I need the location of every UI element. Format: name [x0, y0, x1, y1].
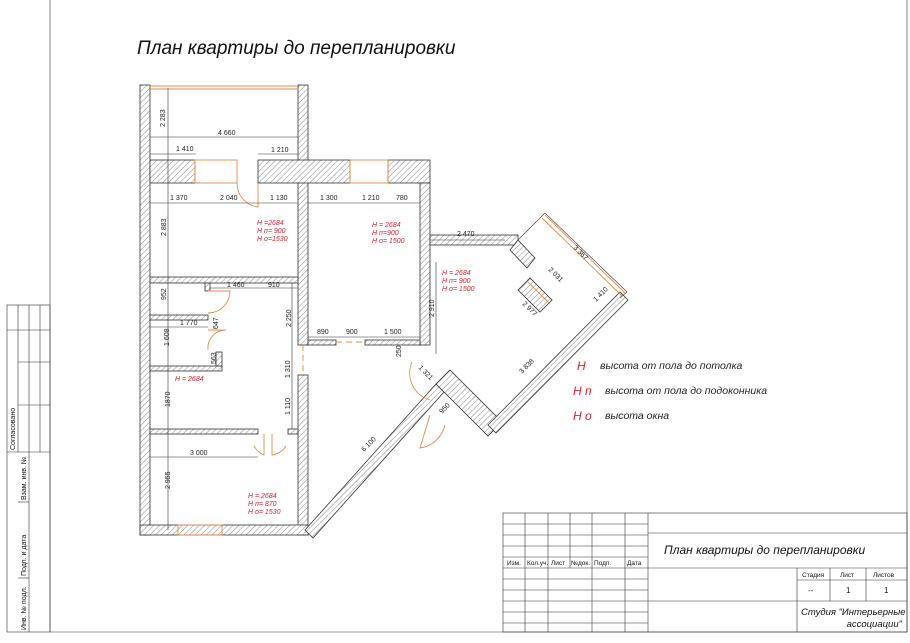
studio-name-line1: Студия "Интерьерные — [801, 607, 906, 618]
room-note: H п= 900 — [257, 228, 286, 235]
title-block: Изм. Кол.уч. Лист №док. Подп. Дата План … — [502, 512, 908, 633]
column-header: Изм. — [507, 560, 521, 567]
stage-value: -- — [808, 586, 814, 595]
legend-text: высота окна — [605, 410, 669, 422]
room-note: H = 2684 — [372, 222, 401, 229]
sheets-total-value: 1 — [884, 586, 889, 595]
studio-name-line2: ассоциации" — [847, 619, 903, 630]
stamp-replaced-inv: Взам. инв. № — [21, 457, 28, 500]
room-note: H п= 870 — [248, 501, 277, 508]
stamp-sign-date: Подп. и дата — [21, 535, 28, 576]
dimension-label: 1 410 — [592, 286, 609, 303]
room-note: H п=900 — [372, 230, 399, 237]
legend-key: H — [577, 359, 586, 373]
dimension-label: 2 283 — [160, 109, 167, 127]
dimension-label: 1 300 — [320, 195, 338, 202]
room-note: H =2684 — [257, 220, 284, 227]
legend-key: H п — [573, 384, 592, 398]
dimension-label: 647 — [213, 317, 220, 329]
legend: H высота от пола до потолка H п высота о… — [573, 359, 767, 423]
room-note: H о= 1500 — [372, 238, 405, 245]
column-header: Дата — [627, 560, 642, 567]
dimension-label: 1 410 — [176, 146, 194, 153]
dimension-label: 250 — [396, 345, 403, 357]
side-stamp: Согласовано Взам. инв. № Подп. и дата Ин… — [6, 304, 51, 633]
legend-text: высота от пола до потолка — [600, 360, 743, 372]
dimension-label: 2 040 — [220, 195, 238, 202]
dimension-label: 1870 — [165, 391, 172, 407]
column-header: Кол.уч. — [527, 560, 548, 567]
stage-header: Лист — [840, 572, 854, 579]
dimension-label: 4 660 — [218, 130, 236, 137]
dimension-label: 1 210 — [271, 147, 289, 154]
dimension-label: 950 — [438, 402, 451, 415]
room-note: H = 2684 — [175, 376, 204, 383]
dimension-label: 900 — [346, 329, 358, 336]
dimension-lines — [150, 88, 505, 530]
dimension-label: 890 — [317, 329, 329, 336]
dimension-label: 2 031 — [547, 266, 564, 283]
room-note: H = 2684 — [442, 270, 471, 277]
dimension-label: 1 370 — [170, 195, 188, 202]
legend-text: высота от пола до подоконника — [605, 385, 767, 397]
dimension-label: 6 100 — [360, 436, 377, 453]
drawing-title: План квартиры до перепланировки — [664, 543, 865, 557]
room-note: H о= 1500 — [442, 286, 475, 293]
column-header: №док. — [571, 560, 590, 567]
dimension-label: 1 608 — [164, 328, 171, 346]
dimension-label: 952 — [161, 288, 168, 300]
column-header: Подп. — [594, 560, 611, 567]
dimension-label: 1 310 — [285, 360, 292, 378]
dimension-label: 1 210 — [362, 195, 380, 202]
dimension-label: 1 110 — [285, 398, 292, 415]
dimension-label: 3 838 — [518, 358, 535, 375]
legend-key: H о — [573, 409, 592, 423]
page-title: План квартиры до перепланировки — [137, 38, 456, 59]
sheet-value: 1 — [846, 586, 851, 595]
room-note: H о=1530 — [257, 236, 288, 243]
dimension-label: 2 250 — [286, 309, 293, 327]
stage-header: Листов — [873, 572, 895, 579]
room-note: H п= 900 — [442, 278, 471, 285]
dimension-label: 1 500 — [384, 329, 402, 336]
dimension-label: 1 130 — [270, 195, 288, 202]
room-note: H = 2684 — [248, 493, 277, 500]
dimension-label: 2 910 — [429, 299, 436, 317]
dimension-label: 2 955 — [165, 471, 172, 489]
dimension-label: 1 770 — [180, 320, 198, 327]
room-annotations: H =2684 H п= 900 H о=1530 H = 2684 H п=9… — [175, 220, 475, 516]
dimension-label: 3 367 — [572, 244, 589, 261]
dimension-label: 563 — [211, 352, 218, 364]
dimension-label: 2 470 — [457, 231, 475, 238]
dimension-label: 3 000 — [190, 450, 208, 457]
walls — [139, 84, 629, 539]
room-note: H о= 1530 — [248, 509, 281, 516]
dimension-label: 2 883 — [161, 218, 168, 236]
stage-header: Стадия — [802, 572, 825, 579]
dimension-label: 1 460 — [227, 282, 245, 289]
dimension-label: 910 — [268, 282, 280, 289]
windows-doors — [150, 85, 626, 536]
stamp-approved: Согласовано — [10, 408, 17, 450]
stamp-inv-original: Инв. № подл. — [21, 586, 28, 630]
column-header: Лист — [551, 560, 565, 567]
dimension-label: 780 — [396, 195, 408, 202]
dimension-label: 1 321 — [417, 364, 434, 381]
